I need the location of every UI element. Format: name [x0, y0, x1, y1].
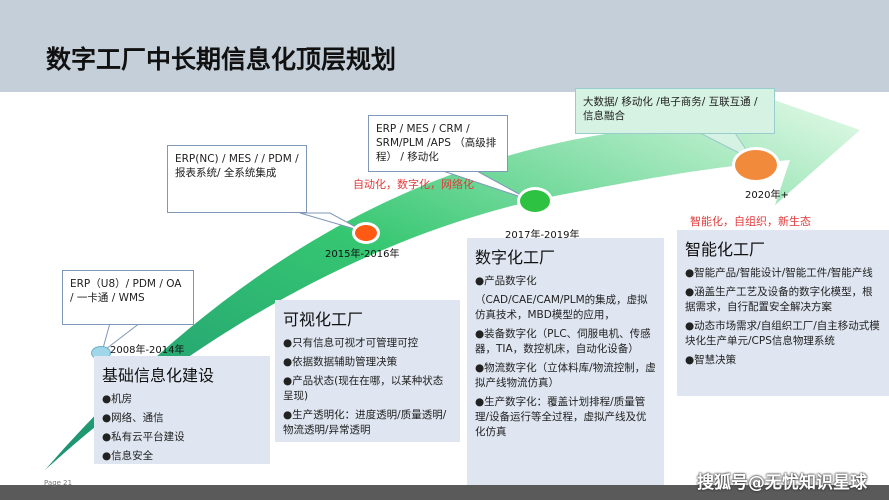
- watermark: 搜狐号@无忧知识星球: [697, 473, 867, 493]
- milestone-dot-2: [352, 222, 380, 244]
- panel-smart-factory-title: 智能化工厂: [685, 240, 766, 259]
- list-item: ●物流数字化（立体料库/物流控制，虚拟产线物流仿真）: [475, 362, 656, 389]
- callout-stage2-text: ERP(NC) / MES / / PDM / 报表系统/ 全系统集成: [175, 153, 299, 179]
- page-number: Page 21: [44, 479, 73, 487]
- list-item: ●动态市场需求/自组织工厂/自主移动式模块化生产单元/CPS信息物理系统: [685, 320, 880, 347]
- milestone-label-1: 2008年-2014年: [110, 345, 185, 356]
- panel-visual-factory: 可视化工厂 ●只有信息可视才可管理可控 ●依据数据辅助管理决策 ●产品状态(现在…: [275, 300, 460, 442]
- panel-smart-factory: 智能化工厂 ●智能产品/智能设计/智能工件/智能产线 ●涵盖生产工艺及设备的数字…: [677, 230, 889, 396]
- title-bar: 数字工厂中长期信息化顶层规划: [0, 0, 889, 92]
- milestone-dot-4: [732, 147, 780, 183]
- milestone-label-2: 2015年-2016年: [325, 249, 400, 260]
- list-item: ●私有云平台建设: [102, 431, 185, 443]
- list-item: ●涵盖生产工艺及设备的数字化模型，根据需求，自行配置安全解决方案: [685, 286, 873, 313]
- list-item: ●只有信息可视才可管理可控: [283, 337, 419, 349]
- list-item: （CAD/CAE/CAM/PLM的集成，虚拟仿真技术，MBD模型的应用，: [475, 294, 648, 321]
- list-item: ●依据数据辅助管理决策: [283, 356, 398, 368]
- list-item: ●机房: [102, 393, 133, 405]
- page-title: 数字工厂中长期信息化顶层规划: [46, 45, 397, 74]
- panel-basic-it-title: 基础信息化建设: [102, 366, 215, 385]
- panel-visual-factory-title: 可视化工厂: [283, 310, 364, 329]
- milestone-label-4: 2020年+: [745, 190, 789, 201]
- list-item: ●智能产品/智能设计/智能工件/智能产线: [685, 267, 873, 279]
- milestone-dot-3: [517, 187, 553, 215]
- callout-stage1-text: ERP（U8）/ PDM / OA / 一卡通 / WMS: [70, 278, 182, 304]
- panel-digital-factory: 数字化工厂 ●产品数字化 （CAD/CAE/CAM/PLM的集成，虚拟仿真技术，…: [467, 238, 664, 485]
- list-item: ●信息安全: [102, 450, 154, 462]
- list-item: ●产品状态(现在在哪，以某种状态呈现): [283, 375, 444, 402]
- list-item: ●网络、通信: [102, 412, 164, 424]
- panel-digital-factory-title: 数字化工厂: [475, 248, 556, 267]
- list-item: ●装备数字化（PLC、伺服电机、传感器，TIA，数控机床，自动化设备）: [475, 328, 651, 355]
- footer-bar: [0, 485, 889, 500]
- list-item: ●生产透明化：进度透明/质量透明/物流透明/异常透明: [283, 409, 447, 436]
- callout-stage2: ERP(NC) / MES / / PDM / 报表系统/ 全系统集成: [167, 145, 307, 213]
- callout-stage3-text: ERP / MES / CRM / SRM/PLM /APS （高级排程） / …: [376, 123, 497, 163]
- callout-stage4-text: 大数据/ 移动化 /电子商务/ 互联互通 / 信息融合: [583, 96, 758, 122]
- callout-stage1: ERP（U8）/ PDM / OA / 一卡通 / WMS: [62, 270, 194, 325]
- stage-tag-smart: 智能化，自组织，新生态: [690, 215, 811, 228]
- callout-stage3: ERP / MES / CRM / SRM/PLM /APS （高级排程） / …: [368, 115, 508, 172]
- list-item: ●智慧决策: [685, 354, 737, 366]
- list-item: ●生产数字化：覆盖计划排程/质量管理/设备运行等全过程，虚拟产线及优化仿真: [475, 396, 647, 438]
- stage-tag-digital: 自动化，数字化，网络化: [353, 178, 474, 191]
- list-item: ●产品数字化: [475, 275, 537, 287]
- panel-basic-it: 基础信息化建设 ●机房 ●网络、通信 ●私有云平台建设 ●信息安全: [94, 356, 270, 464]
- callout-stage4: 大数据/ 移动化 /电子商务/ 互联互通 / 信息融合: [575, 88, 775, 134]
- milestone-label-3: 2017年-2019年: [505, 230, 580, 241]
